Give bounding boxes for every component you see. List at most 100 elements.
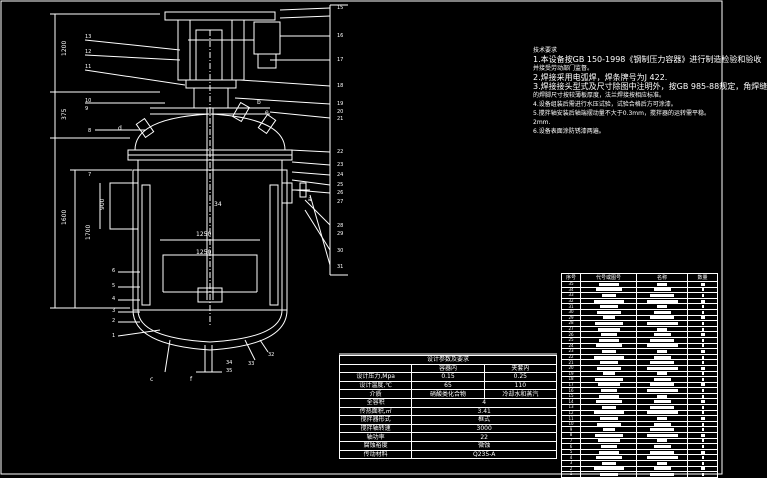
parts-row: 31: [561, 303, 718, 310]
nozzle-d: [135, 117, 155, 139]
design-parameters-table: 设计参数及要求 容器内 夹套内 设计压力,Mpa 0.15 0.25 设计温度,…: [338, 355, 558, 460]
vessel-drawing: 1200 375 1600 1700 900 34 1250 1250 13 1…: [0, 0, 723, 475]
notes-line-6: 4.设备组装后需进行水压试验，试验合格后方可涂漆。: [533, 101, 677, 108]
parts-row-code: [580, 471, 637, 478]
params-title: 设计参数及要求: [339, 355, 557, 365]
parts-row: 24: [561, 342, 718, 350]
callout-18: 18: [337, 83, 343, 89]
callout-12: 12: [85, 49, 91, 55]
callout-13: 13: [85, 34, 91, 40]
parts-row: 33: [561, 292, 718, 299]
param-value-vessel: 65: [411, 380, 485, 391]
drive-base-plate: [164, 11, 276, 21]
top-head: [134, 113, 286, 151]
callout-25: 25: [337, 182, 343, 188]
parts-row-qty: [687, 292, 718, 299]
dim-1250-a: 1250: [196, 231, 211, 238]
params-head-vessel: 容器内: [411, 363, 485, 374]
callout-20: 20: [337, 109, 343, 115]
parts-head-code: 代号或图号: [580, 273, 637, 282]
parts-row-qty: [687, 314, 718, 322]
params-head-blank: [338, 363, 413, 374]
parts-row-qty: [687, 297, 718, 305]
motor-foot: [257, 53, 277, 69]
parts-row-qty: [687, 460, 718, 467]
param-value-vessel: 0.15: [411, 372, 485, 382]
parts-row: 15: [561, 392, 718, 400]
callout-4: 4: [112, 296, 115, 302]
bottom-head: [137, 309, 283, 343]
callout-34: 34: [226, 360, 232, 366]
param-value-jacket: 冷却水和蒸汽: [483, 389, 558, 399]
parts-head-name: 名称: [636, 273, 688, 282]
jacket-bottom: [132, 309, 288, 351]
callout-16: 16: [337, 33, 343, 39]
param-value: 3000: [411, 423, 557, 434]
callout-11: 11: [85, 64, 91, 70]
parts-row: 28: [561, 320, 718, 327]
callout-8: 8: [88, 128, 91, 134]
callout-3: 3: [112, 308, 115, 314]
parts-row-qty: [687, 448, 718, 456]
notes-line-8: 2mm.: [533, 119, 551, 126]
callout-28: 28: [337, 223, 343, 229]
drawing-frame: [0, 0, 723, 475]
dim-1600: 1600: [61, 210, 68, 225]
param-label: 传动材料: [338, 449, 413, 460]
nozzle-b: [231, 101, 251, 123]
parts-row-qty: [687, 336, 718, 344]
callout-29: 29: [337, 231, 343, 237]
param-label: 搅拌器形式: [338, 415, 413, 425]
dim-1250-b: 1250: [196, 249, 211, 256]
parts-row: 35: [561, 281, 718, 288]
notes-line-4: 3.焊接接头型式及尺寸除图中注明外，按GB 985-88规定，角焊缝: [533, 82, 767, 91]
parts-row-qty: [687, 353, 718, 361]
shaft-end: [197, 287, 223, 303]
param-label: 传热面积,㎡: [338, 406, 413, 417]
callout-7: 7: [88, 172, 91, 178]
notes-line-1: 1.本设备按GB 150-1998《钢制压力容器》进行制造检验和验收: [533, 55, 762, 64]
dim-1200: 1200: [61, 41, 68, 56]
reducer-body: [195, 29, 223, 81]
parts-row-qty: [687, 376, 718, 383]
parts-row-qty: [687, 454, 718, 461]
parts-row: 18: [561, 376, 718, 383]
dim-900: 900: [99, 198, 106, 210]
callout-2: 2: [112, 318, 115, 324]
parts-row-number: 1: [561, 471, 581, 478]
callout-21: 21: [337, 116, 343, 122]
notes-line-5: 的焊脚尺寸按较薄板厚度，法兰焊接按相应标准。: [533, 92, 666, 99]
parts-row-qty: [687, 325, 718, 333]
parts-head-qty: 数量: [687, 273, 718, 282]
parts-row-qty: [687, 342, 718, 350]
parts-row-qty: [687, 331, 718, 338]
parts-row-qty: [687, 471, 718, 478]
parts-row-qty: [687, 465, 718, 473]
dim-1700: 1700: [85, 225, 92, 240]
callout-22: 22: [337, 149, 343, 155]
parts-row-qty: [687, 281, 718, 288]
parts-row: 34: [561, 286, 718, 294]
parts-row: 20: [561, 364, 718, 372]
parts-row: 7: [561, 437, 718, 445]
parts-row-qty: [687, 437, 718, 445]
notes-line-7: 5.搅拌轴安装后轴端摆动量不大于0.3mm，搅拌器的运转需平稳。: [533, 110, 710, 117]
parts-row: 16: [561, 387, 718, 394]
motor-body: [253, 21, 281, 55]
param-value: 4: [411, 397, 557, 408]
baffle-left: [141, 184, 151, 306]
parts-row: 26: [561, 331, 718, 338]
parts-row: 32: [561, 297, 718, 305]
callout-9: 9: [85, 106, 88, 112]
parts-row-qty: [687, 415, 718, 422]
param-value-jacket: 110: [483, 380, 558, 391]
param-label: 全容积: [338, 397, 413, 408]
parts-row-qty: [687, 359, 718, 366]
nozzle-letter-e: e: [265, 109, 269, 116]
parts-row-qty: [687, 303, 718, 310]
param-value-vessel: 硝酸类化合物: [411, 389, 485, 399]
parts-row: 19: [561, 370, 718, 378]
callout-10: 10: [85, 98, 91, 104]
parts-row-qty: [687, 387, 718, 394]
seal-box: [193, 87, 229, 109]
